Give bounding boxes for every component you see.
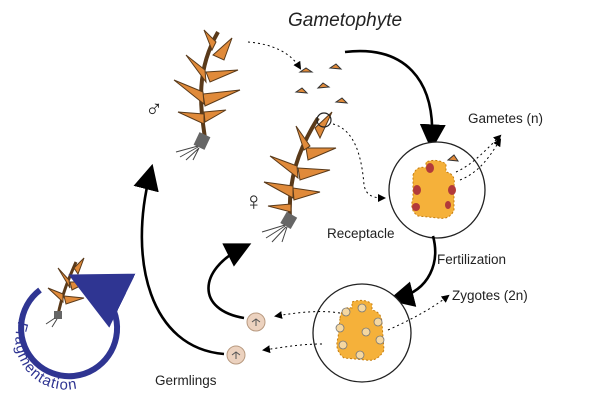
receptacle-label: Receptacle (327, 226, 395, 241)
diagram-title: Gametophyte (288, 10, 402, 31)
gametes-label: Gametes (n) (468, 111, 543, 126)
zygotes-label: Zygotes (2n) (452, 288, 528, 303)
released-gametes (294, 63, 349, 104)
zygotes-detail (312, 283, 450, 383)
male-gametophyte (173, 29, 241, 161)
female-release-arrow (332, 123, 386, 202)
fragment-plant (45, 257, 89, 328)
fragmentation-label-text: Fragmentation (11, 320, 78, 394)
fertilization-arrow (387, 235, 437, 307)
to-germling-arrow-1 (274, 311, 341, 319)
germlings (226, 312, 266, 365)
fragmentation-arrow (18, 273, 136, 380)
fertilization-label: Fertilization (437, 252, 506, 267)
to-receptacle-arrow (344, 49, 446, 151)
fragmentation-label: Fragmentation (11, 320, 77, 394)
receptacle-detail (388, 134, 502, 239)
to-germling-arrow-2 (262, 343, 323, 354)
germling-to-male-arrow (133, 163, 225, 356)
male-symbol-icon: ♂ (145, 96, 163, 123)
male-release-arrow (247, 41, 302, 70)
female-gametophyte (261, 111, 337, 243)
female-symbol-icon: ♀ (244, 186, 264, 216)
germlings-label: Germlings (155, 373, 217, 388)
germling-to-female-arrow (207, 243, 252, 320)
